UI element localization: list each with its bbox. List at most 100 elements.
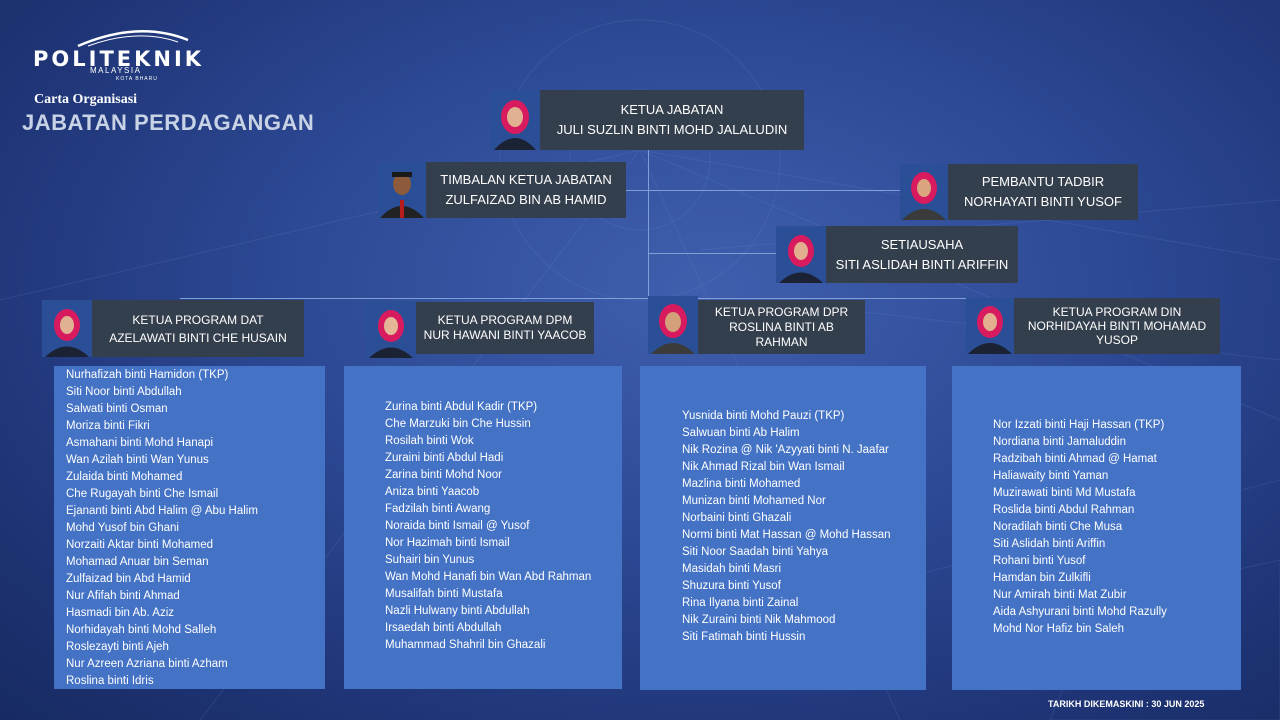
logo-campus-text: KOTA BHARU: [116, 76, 158, 82]
program-dat-box: KETUA PROGRAM DAT AZELAWATI BINTI CHE HU…: [92, 300, 304, 357]
list-item: Asmahani binti Mohd Hanapi: [66, 437, 214, 449]
list-item: Nurhafizah binti Hamidon (TKP): [66, 369, 229, 381]
list-item: Wan Azilah binti Wan Yunus: [66, 454, 209, 466]
program-dpr-members-panel: Yusnida binti Mohd Pauzi (TKP) Salwuan b…: [640, 366, 926, 690]
list-item: Fadzilah binti Awang: [385, 503, 491, 515]
program-dat-role: KETUA PROGRAM DAT: [132, 312, 264, 327]
head-name: JULI SUZLIN BINTI MOHD JALALUDIN: [556, 122, 788, 137]
list-item: Masidah binti Masri: [682, 563, 782, 575]
list-item: Nur Afifah binti Ahmad: [66, 590, 180, 602]
logo-sub-text: MALAYSIA: [90, 66, 142, 75]
program-dat-members-panel: Nurhafizah binti Hamidon (TKP) Siti Noor…: [54, 366, 325, 689]
list-item: Hasmadi bin Ab. Aziz: [66, 607, 175, 619]
list-item: Nordiana binti Jamaluddin: [993, 436, 1126, 448]
list-item: Zarina binti Mohd Noor: [385, 469, 502, 481]
list-item: Suhairi bin Yunus: [385, 554, 475, 566]
program-dat-photo: [42, 300, 92, 357]
list-item: Radzibah binti Ahmad @ Hamat: [993, 453, 1157, 465]
head-photo: [490, 90, 540, 150]
list-item: Norhidayah binti Mohd Salleh: [66, 624, 217, 636]
deputy-name: ZULFAIZAD BIN AB HAMID: [445, 192, 607, 207]
list-item: Zulaida binti Mohamed: [66, 471, 183, 483]
connector-admin: [648, 190, 900, 191]
list-item: Muzirawati binti Md Mustafa: [993, 487, 1136, 499]
list-item: Norbaini binti Ghazali: [682, 512, 792, 524]
list-item: Roslina binti Idris: [66, 675, 154, 687]
list-item: Zulfaizad bin Abd Hamid: [66, 573, 191, 585]
program-dpr-box: KETUA PROGRAM DPR ROSLINA BINTI AB RAHMA…: [698, 300, 865, 354]
admin-name: NORHAYATI BINTI YUSOF: [964, 194, 1122, 209]
list-item: Aniza binti Yaacob: [385, 486, 480, 498]
list-item: Wan Mohd Hanafi bin Wan Abd Rahman: [385, 571, 592, 583]
program-din-role: KETUA PROGRAM DIN: [1052, 305, 1182, 319]
deputy-photo: [378, 162, 426, 218]
list-item: Siti Noor Saadah binti Yahya: [682, 546, 828, 558]
list-item: Mazlina binti Mohamed: [682, 478, 801, 490]
program-din-members-panel: Nor Izzati binti Haji Hassan (TKP) Nordi…: [952, 366, 1241, 690]
list-item: Salwati binti Osman: [66, 403, 168, 415]
program-din-box: KETUA PROGRAM DIN NORHIDAYAH BINTI MOHAM…: [1014, 298, 1220, 354]
list-item: Noradilah binti Che Musa: [993, 521, 1123, 533]
list-item: Che Marzuki bin Che Hussin: [385, 418, 531, 430]
admin-box: PEMBANTU TADBIR NORHAYATI BINTI YUSOF: [948, 164, 1138, 220]
list-item: Norzaiti Aktar binti Mohamed: [66, 539, 214, 551]
list-item: Hamdan bin Zulkifli: [993, 572, 1091, 584]
list-item: Nor Hazimah binti Ismail: [385, 537, 510, 549]
connector-deputy: [626, 190, 648, 191]
last-updated-text: TARIKH DIKEMASKINI : 30 JUN 2025: [1048, 699, 1205, 709]
list-item: Zuraini binti Abdul Hadi: [385, 452, 504, 464]
list-item: Rina Ilyana binti Zainal: [682, 597, 799, 609]
list-item: Ejananti binti Abd Halim @ Abu Halim: [66, 505, 258, 517]
list-item: Zurina binti Abdul Kadir (TKP): [385, 401, 538, 413]
program-dpr-photo: [648, 296, 698, 354]
list-item: Aida Ashyurani binti Mohd Razully: [993, 606, 1167, 618]
program-dpm-photo: [366, 302, 416, 358]
list-item: Nur Amirah binti Mat Zubir: [993, 589, 1127, 601]
list-item: Rohani binti Yusof: [993, 555, 1086, 567]
deputy-box: TIMBALAN KETUA JABATAN ZULFAIZAD BIN AB …: [426, 162, 626, 218]
list-item: Nazli Hulwany binti Abdullah: [385, 605, 530, 617]
program-dat-members-list: Nurhafizah binti Hamidon (TKP) Siti Noor…: [66, 367, 325, 690]
head-role: KETUA JABATAN: [620, 102, 724, 117]
list-item: Noraida binti Ismail @ Yusof: [385, 520, 530, 532]
admin-role: PEMBANTU TADBIR: [981, 174, 1105, 189]
program-dpm-box: KETUA PROGRAM DPM NUR HAWANI BINTI YAACO…: [416, 302, 594, 354]
list-item: Yusnida binti Mohd Pauzi (TKP): [682, 410, 845, 422]
program-dat-name: AZELAWATI BINTI CHE HUSAIN: [109, 330, 287, 345]
chart-caption: Carta Organisasi: [34, 92, 138, 107]
list-item: Irsaedah binti Abdullah: [385, 622, 502, 634]
list-item: Siti Aslidah binti Ariffin: [993, 538, 1106, 550]
list-item: Mohd Yusof bin Ghani: [66, 522, 179, 534]
logo-swoosh: [77, 30, 189, 48]
head-box: KETUA JABATAN JULI SUZLIN BINTI MOHD JAL…: [540, 90, 804, 150]
secretary-name: SITI ASLIDAH BINTI ARIFFIN: [835, 256, 1009, 272]
program-din-members-list: Nor Izzati binti Haji Hassan (TKP) Nordi…: [993, 417, 1241, 638]
connector-programs-bar: [180, 298, 1094, 299]
deputy-role: TIMBALAN KETUA JABATAN: [440, 172, 612, 187]
program-dpm-members-list: Zurina binti Abdul Kadir (TKP) Che Marzu…: [385, 399, 622, 654]
list-item: Roslida binti Abdul Rahman: [993, 504, 1135, 516]
list-item: Nik Zuraini binti Nik Mahmood: [682, 614, 836, 626]
program-dpr-name: ROSLINA BINTI AB RAHMAN: [729, 319, 834, 349]
connector-head-trunk: [648, 150, 649, 298]
list-item: Salwuan binti Ab Halim: [682, 427, 800, 439]
page-title: JABATAN PERDAGANGAN: [22, 110, 315, 135]
list-item: Muhammad Shahril bin Ghazali: [385, 639, 546, 651]
list-item: Normi binti Mat Hassan @ Mohd Hassan: [682, 529, 891, 541]
list-item: Musalifah binti Mustafa: [385, 588, 503, 600]
list-item: Siti Noor binti Abdullah: [66, 386, 182, 398]
program-din-photo: [966, 298, 1014, 354]
secretary-box: SETIAUSAHA SITI ASLIDAH BINTI ARIFFIN: [826, 226, 1018, 283]
program-dpm-role: KETUA PROGRAM DPM: [437, 313, 573, 327]
list-item: Nor Izzati binti Haji Hassan (TKP): [993, 419, 1165, 431]
admin-photo: [900, 164, 948, 220]
program-din-name: NORHIDAYAH BINTI MOHAMAD YUSOP: [1027, 319, 1207, 347]
list-item: Munizan binti Mohamed Nor: [682, 495, 826, 507]
list-item: Nik Ahmad Rizal bin Wan Ismail: [682, 461, 845, 473]
logo-main-text: POLITEKNIK: [33, 47, 205, 71]
list-item: Rosilah binti Wok: [385, 435, 474, 447]
secretary-role: SETIAUSAHA: [880, 236, 964, 252]
program-dpr-role: KETUA PROGRAM DPR: [714, 304, 849, 319]
connector-secretary: [648, 253, 776, 254]
list-item: Nur Azreen Azriana binti Azham: [66, 658, 228, 670]
